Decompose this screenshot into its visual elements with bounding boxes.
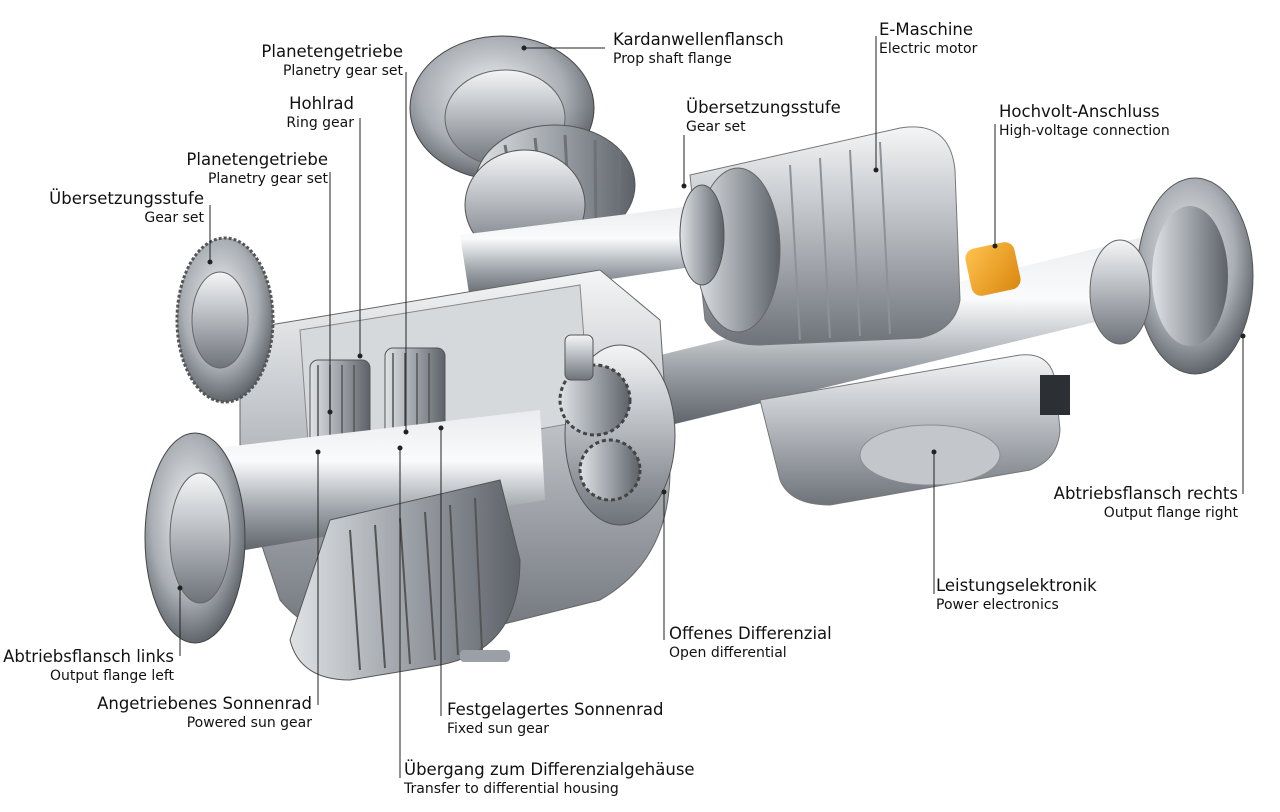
power-electronics-part (759, 354, 1070, 506)
label-transfer-diff: Übergang zum Differenzialgehäuse Transfe… (404, 759, 695, 799)
prop-shaft-flange-part (409, 35, 636, 261)
label-planetary-top-de: Planetengetriebe (261, 42, 403, 61)
left-gear-set-part (175, 236, 275, 404)
label-gear-set-left: Übersetzungsstufe Gear set (49, 188, 204, 228)
leader-lines (179, 36, 1244, 778)
label-open-diff-en: Open differential (669, 645, 787, 661)
label-power-electronics-en: Power electronics (936, 597, 1059, 613)
label-powered-sun-en: Powered sun gear (186, 715, 312, 731)
label-flange-left-en: Output flange left (50, 668, 174, 684)
label-planetary-top-en: Planetry gear set (282, 63, 403, 79)
hv-connector-part (965, 242, 1021, 296)
label-gear-set-left-de: Übersetzungsstufe (49, 189, 204, 208)
label-planetary-mid-en: Planetry gear set (207, 171, 328, 187)
label-gear-set-left-en: Gear set (144, 210, 204, 226)
label-powered-sun-de: Angetriebenes Sonnenrad (97, 694, 312, 713)
label-transfer-diff-de: Übergang zum Differenzialgehäuse (404, 760, 695, 779)
label-powered-sun: Angetriebenes Sonnenrad Powered sun gear (97, 693, 312, 733)
intermediate-shaft-part (460, 184, 725, 300)
planetary-gears-part (309, 347, 446, 451)
lower-gear-part (289, 479, 521, 681)
label-planetary-top: Planetengetriebe Planetry gear set (261, 41, 403, 81)
label-hv-connection: Hochvolt-Anschluss High-voltage connecti… (999, 101, 1170, 141)
label-flange-right-de: Abtriebsflansch rechts (1053, 484, 1238, 503)
label-prop-shaft-de: Kardanwellenflansch (613, 30, 784, 49)
label-flange-left-de: Abtriebsflansch links (3, 647, 174, 666)
label-power-electronics: Leistungselektronik Power electronics (936, 575, 1097, 615)
label-fixed-sun: Festgelagertes Sonnenrad Fixed sun gear (447, 699, 663, 739)
label-gear-set-right-en: Gear set (686, 119, 746, 135)
left-output-shaft-part (144, 410, 545, 644)
label-ring-gear-en: Ring gear (286, 115, 354, 131)
electric-motor-part (689, 126, 961, 346)
label-hv-connection-en: High-voltage connection (999, 123, 1170, 139)
label-open-diff: Offenes Differenzial Open differential (669, 623, 832, 663)
label-planetary-mid-de: Planetengetriebe (186, 150, 328, 169)
label-open-diff-de: Offenes Differenzial (669, 624, 832, 643)
output-flange-right-part (1089, 177, 1254, 375)
label-flange-left: Abtriebsflansch links Output flange left (3, 646, 174, 686)
label-transfer-diff-en: Transfer to differential housing (404, 781, 619, 797)
label-prop-shaft-en: Prop shaft flange (613, 51, 732, 67)
label-prop-shaft: Kardanwellenflansch Prop shaft flange (613, 29, 784, 69)
leader-dots (177, 45, 1246, 591)
label-planetary-mid: Planetengetriebe Planetry gear set (186, 149, 328, 189)
label-ring-gear-de: Hohlrad (289, 94, 354, 113)
label-gear-set-right-de: Übersetzungsstufe (686, 98, 841, 117)
label-gear-set-right: Übersetzungsstufe Gear set (686, 97, 841, 137)
label-fixed-sun-de: Festgelagertes Sonnenrad (447, 700, 664, 719)
label-e-machine-de: E-Maschine (879, 20, 974, 39)
label-hv-connection-de: Hochvolt-Anschluss (999, 102, 1160, 121)
label-flange-right-en: Output flange right (1103, 505, 1238, 521)
label-ring-gear: Hohlrad Ring gear (286, 93, 354, 133)
label-flange-right: Abtriebsflansch rechts Output flange rig… (1054, 483, 1238, 523)
label-power-electronics-de: Leistungselektronik (936, 576, 1097, 595)
label-e-machine: E-Maschine Electric motor (879, 19, 977, 59)
label-fixed-sun-en: Fixed sun gear (447, 721, 550, 737)
label-e-machine-en: Electric motor (879, 41, 978, 57)
differential-part (558, 334, 676, 526)
